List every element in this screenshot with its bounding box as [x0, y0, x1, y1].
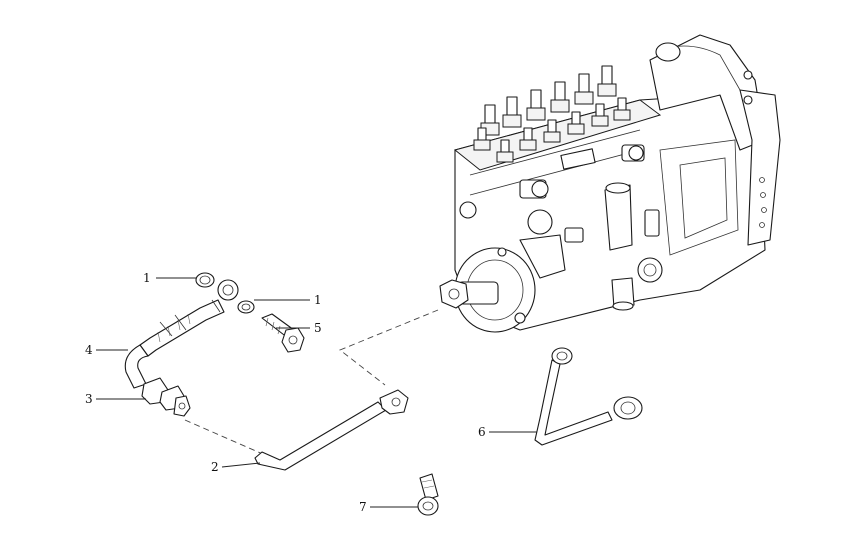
- callout-4: 4: [85, 343, 93, 357]
- callout-5: 5: [314, 321, 322, 335]
- banjo-fitting-front: [519, 144, 645, 199]
- part-7-banjo-fitting: [417, 473, 439, 516]
- leader-2: [221, 462, 261, 468]
- assembly-guide-line-2: [184, 419, 266, 456]
- part-6-bent-pipe: [534, 347, 643, 446]
- part-6-banjo-end: [613, 396, 643, 420]
- part-3-connector: [141, 377, 191, 417]
- callout-6: 6: [478, 425, 486, 439]
- callout-7: 7: [359, 500, 367, 514]
- callout-1a: 1: [143, 271, 151, 285]
- callout-3: 3: [85, 392, 93, 406]
- delivery-valve-row: [473, 65, 631, 163]
- part-2-fuel-pipe: [254, 389, 409, 471]
- part-1-washer-b: [237, 300, 255, 314]
- drive-flange: [439, 247, 536, 333]
- part-5-banjo-bolt: [261, 313, 305, 353]
- part-4-hose-assembly: [124, 279, 239, 389]
- callout-1b: 1: [314, 293, 322, 307]
- injection-pump-assembly: [439, 34, 781, 333]
- part-6-banjo-top: [551, 347, 573, 365]
- part-1-washer-a: [195, 272, 215, 288]
- callout-2: 2: [211, 460, 219, 474]
- assembly-guide-line: [339, 309, 439, 386]
